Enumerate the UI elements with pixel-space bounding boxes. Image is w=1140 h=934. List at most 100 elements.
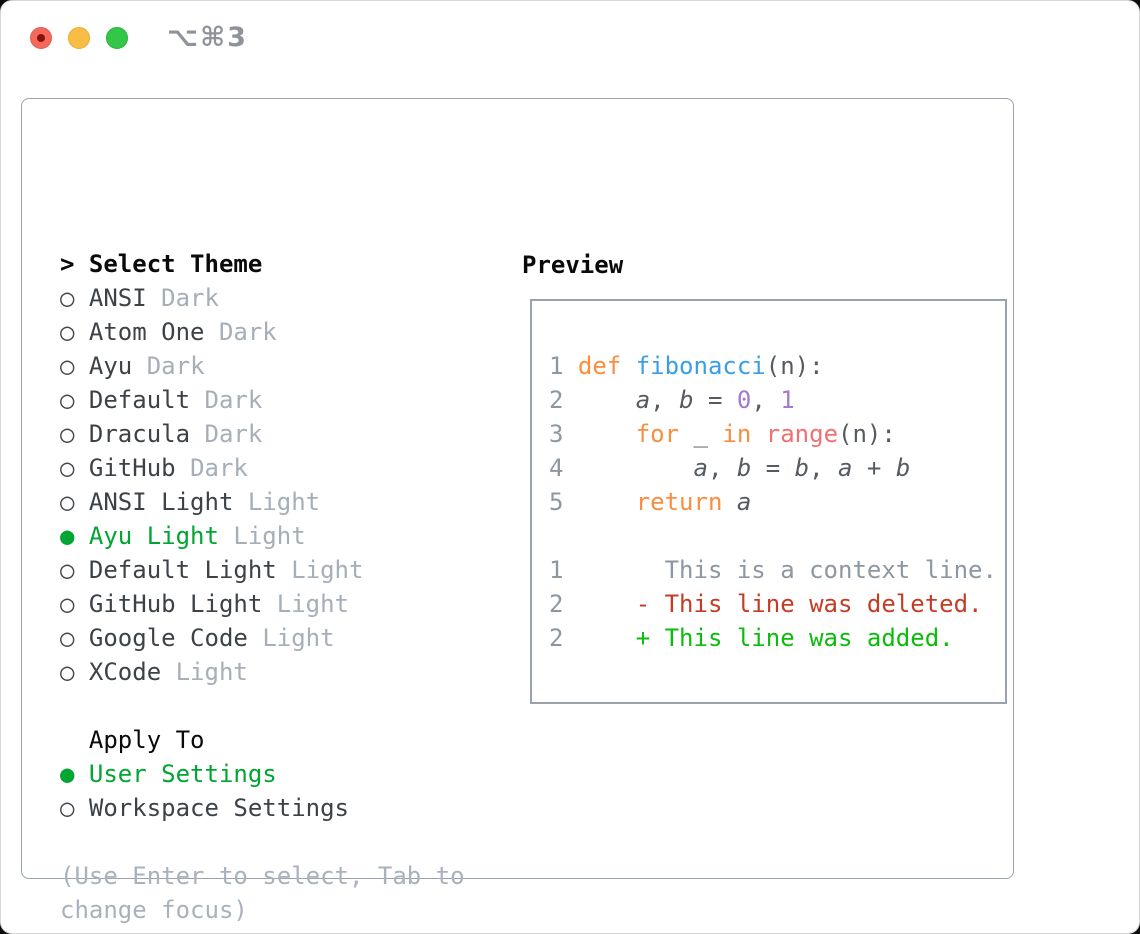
code-line: 3 for _ in range(n): — [549, 417, 997, 451]
theme-item-tag: Light — [233, 522, 306, 550]
apply-option-user-settings[interactable]: ● User Settings — [60, 757, 465, 791]
radio-icon: ○ — [60, 556, 75, 584]
code-segment — [578, 420, 636, 448]
code-segment: + — [852, 454, 896, 482]
theme-item-tag: Light — [175, 658, 248, 686]
line-number: 1 — [549, 352, 564, 380]
code-line: 2 a, b = 0, 1 — [549, 383, 997, 417]
line-number: 2 — [549, 590, 564, 618]
theme-item-atom-one-dark[interactable]: ○ Atom One Dark — [60, 315, 465, 349]
theme-item-tag: Light — [262, 624, 335, 652]
code-line: 2 + This line was added. — [549, 621, 997, 655]
theme-item-tag: Dark — [161, 284, 219, 312]
radio-icon: ○ — [60, 624, 75, 652]
line-number: 2 — [549, 386, 564, 414]
code-segment: 1 — [780, 386, 795, 414]
theme-item-github-dark[interactable]: ○ GitHub Dark — [60, 451, 465, 485]
apply-option-label: User Settings — [88, 760, 277, 788]
theme-item-name: ANSI Light — [88, 488, 234, 516]
titlebar-shortcut: ⌥⌘3 — [167, 22, 248, 53]
theme-dialog: > Select Theme○ ANSI Dark○ Atom One Dark… — [21, 98, 1014, 924]
radio-icon: ○ — [60, 658, 75, 686]
theme-item-name: GitHub Light — [88, 590, 263, 618]
radio-icon: ○ — [60, 318, 75, 346]
code-segment: b — [736, 454, 752, 482]
code-segment: (n): — [765, 352, 824, 380]
theme-item-name: Atom One — [88, 318, 205, 346]
theme-item-name: XCode — [88, 658, 162, 686]
zoom-button[interactable] — [106, 27, 128, 49]
hint-text: (Use Enter to select, Tab to — [60, 862, 465, 890]
theme-item-ayu-light-light[interactable]: ● Ayu Light Light — [60, 519, 465, 553]
theme-item-name: ANSI — [88, 284, 147, 312]
radio-icon: ○ — [60, 590, 75, 618]
code-segment: 0 — [736, 386, 752, 414]
code-segment — [578, 386, 636, 414]
line-number: 2 — [549, 624, 564, 652]
theme-item-name: Default Light — [88, 556, 277, 584]
theme-item-tag: Dark — [146, 352, 205, 380]
apply-to-header: Apply To — [60, 723, 465, 757]
preview-code-box — [530, 299, 1007, 704]
radio-icon: ● — [60, 522, 75, 550]
theme-item-dracula-dark[interactable]: ○ Dracula Dark — [60, 417, 465, 451]
radio-icon: ○ — [60, 794, 75, 822]
close-button[interactable] — [30, 27, 52, 49]
apply-to-title: Apply To — [88, 726, 205, 754]
theme-item-tag: Light — [247, 488, 321, 516]
code-segment: def — [577, 352, 636, 380]
code-segment: = — [751, 454, 795, 482]
apply-option-label: Workspace Settings — [88, 794, 349, 822]
code-segment — [578, 590, 636, 618]
theme-item-google-code-light[interactable]: ○ Google Code Light — [60, 621, 465, 655]
theme-item-github-light-light[interactable]: ○ GitHub Light Light — [60, 587, 465, 621]
code-segment: , — [809, 454, 839, 482]
code-line — [549, 519, 997, 553]
code-segment: (n): — [838, 420, 896, 448]
code-segment: return — [635, 488, 723, 516]
theme-list-header: > Select Theme — [60, 247, 465, 281]
theme-item-ansi-light-light[interactable]: ○ ANSI Light Light — [60, 485, 465, 519]
code-segment: - This line was deleted. — [635, 590, 983, 618]
code-segment: + This line was added. — [635, 624, 954, 652]
theme-item-xcode-light[interactable]: ○ XCode Light — [60, 655, 465, 689]
code-segment: b — [895, 454, 911, 482]
theme-item-name: Ayu — [88, 352, 133, 380]
code-segment: b — [794, 454, 810, 482]
code-segment: = — [693, 386, 737, 414]
theme-item-tag: Light — [276, 590, 349, 618]
theme-item-ayu-dark[interactable]: ○ Ayu Dark — [60, 349, 465, 383]
code-segment — [578, 488, 636, 516]
radio-icon: ● — [60, 760, 75, 788]
code-segment: in — [722, 420, 752, 448]
theme-item-name: Default — [88, 386, 191, 414]
theme-item-tag: Dark — [190, 454, 248, 482]
code-segment: a — [693, 454, 708, 482]
theme-item-default-light-light[interactable]: ○ Default Light Light — [60, 553, 465, 587]
code-segment — [751, 420, 765, 448]
line-number: 4 — [549, 454, 564, 482]
code-segment: , — [707, 454, 737, 482]
code-line: 1 def fibonacci(n): — [549, 349, 997, 383]
theme-item-name: Ayu Light — [88, 522, 219, 550]
theme-item-default-dark[interactable]: ○ Default Dark — [60, 383, 465, 417]
theme-item-tag: Light — [291, 556, 364, 584]
cursor-prompt: > — [60, 250, 75, 278]
radio-icon: ○ — [60, 420, 75, 448]
theme-list-pane: > Select Theme○ ANSI Dark○ Atom One Dark… — [60, 247, 465, 927]
radio-icon: ○ — [60, 488, 75, 516]
theme-item-name: GitHub — [88, 454, 176, 482]
code-segment: range — [765, 420, 839, 448]
hint-text: change focus) — [60, 896, 248, 924]
code-line: 1 This is a context line. — [549, 553, 997, 587]
theme-item-ansi-dark[interactable]: ○ ANSI Dark — [60, 281, 465, 315]
theme-item-name: Dracula — [88, 420, 191, 448]
line-number: 5 — [549, 488, 564, 516]
minimize-button[interactable] — [68, 27, 90, 49]
code-segment — [578, 454, 694, 482]
apply-option-workspace-settings[interactable]: ○ Workspace Settings — [60, 791, 465, 825]
code-segment — [578, 556, 665, 584]
titlebar: ⌥⌘3 — [1, 1, 1139, 75]
